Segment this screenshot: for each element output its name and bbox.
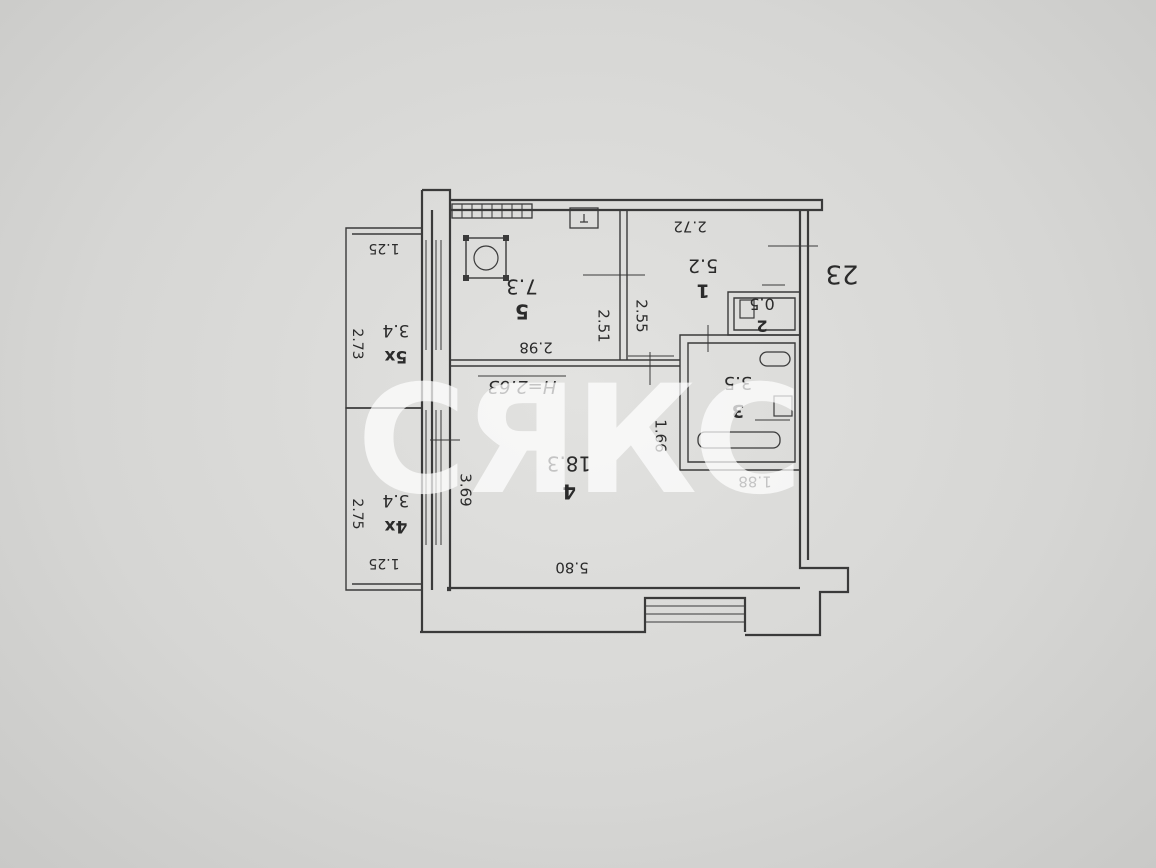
window-bottom [645, 605, 745, 623]
room-wc-area: 0.5 [749, 295, 774, 314]
room-kitchen-area: 7.3 [506, 275, 538, 299]
balcony-lower-number: 4x [385, 516, 408, 536]
room-bath-area: 3.5 [724, 372, 753, 393]
svg-text:2.55: 2.55 [633, 299, 651, 332]
svg-text:1.66: 1.66 [652, 419, 670, 452]
svg-text:18.3: 18.3 [547, 452, 592, 476]
room-living-area: 18.3 [547, 452, 592, 476]
balcony-lower-area: 3.4 [382, 490, 409, 510]
dim-hall-width: 2.72 [673, 218, 706, 236]
dim-balcony-lower-length: 2.75 [349, 498, 365, 529]
dim-living-width: 5.80 [555, 559, 588, 577]
svg-text:3.69: 3.69 [457, 473, 475, 506]
toilet-icon [739, 299, 755, 319]
svg-text:2.98: 2.98 [519, 339, 552, 357]
dim-living-depth: 3.69 [457, 473, 475, 506]
svg-text:5x: 5x [385, 346, 408, 366]
svg-text:1.25: 1.25 [368, 240, 399, 256]
balcony-upper-number: 5x [385, 346, 408, 366]
sink-icon [759, 351, 791, 367]
svg-text:3.4: 3.4 [382, 490, 409, 510]
svg-text:2.51: 2.51 [595, 309, 613, 342]
balcony-lower [345, 407, 422, 591]
dim-bath-width: 1.88 [738, 473, 771, 491]
ceiling-height-label: H=2.63 [488, 376, 557, 397]
room-hall-area: 5.2 [688, 255, 718, 277]
svg-text:3.5: 3.5 [724, 372, 753, 393]
room-wc-number: 2 [756, 317, 767, 336]
svg-text:0.5: 0.5 [749, 295, 774, 314]
svg-text:5.80: 5.80 [555, 559, 588, 577]
svg-text:1.25: 1.25 [368, 555, 399, 571]
vent-shaft-icon [569, 207, 599, 229]
svg-text:4x: 4x [385, 516, 408, 536]
dim-kitchen-width: 2.98 [519, 339, 552, 357]
room-kitchen-number: 5 [515, 300, 529, 324]
dim-bath-depth: 1.66 [652, 419, 670, 452]
stove-icon [463, 235, 509, 281]
svg-text:2.75: 2.75 [349, 498, 365, 529]
door-marks [583, 245, 818, 421]
bathtub-icon [697, 431, 781, 449]
svg-text:2: 2 [756, 317, 767, 336]
svg-text:3: 3 [732, 400, 745, 421]
window-left-upper [425, 240, 442, 350]
svg-text:2.72: 2.72 [673, 218, 706, 236]
balcony-upper-area: 3.4 [382, 320, 409, 340]
svg-text:4: 4 [562, 480, 576, 504]
dim-balcony-lower-width: 1.25 [368, 555, 399, 571]
svg-text:2.73: 2.73 [349, 328, 365, 359]
dim-hall-depth: 2.55 [633, 299, 651, 332]
watermark: СЯКС [357, 354, 799, 528]
dim-balcony-upper-length: 2.73 [349, 328, 365, 359]
svg-text:5: 5 [515, 300, 529, 324]
room-hall-number: 1 [696, 280, 709, 302]
apartment-number: 23 [825, 259, 858, 289]
svg-text:7.3: 7.3 [506, 275, 538, 299]
dim-balcony-upper-width: 1.25 [368, 240, 399, 256]
svg-text:3.4: 3.4 [382, 320, 409, 340]
window-left-lower [425, 410, 460, 545]
svg-text:23: 23 [825, 259, 858, 289]
svg-text:H=2.63: H=2.63 [488, 376, 557, 397]
window-top-kitchen [451, 203, 533, 219]
svg-text:5.2: 5.2 [688, 255, 718, 277]
room-bath-number: 3 [732, 400, 745, 421]
svg-text:1.88: 1.88 [738, 473, 771, 491]
walls [420, 188, 850, 637]
washing-machine-icon [773, 395, 793, 417]
dim-kitchen-depth: 2.51 [595, 309, 613, 342]
room-living-number: 4 [562, 480, 576, 504]
svg-text:1: 1 [696, 280, 709, 302]
